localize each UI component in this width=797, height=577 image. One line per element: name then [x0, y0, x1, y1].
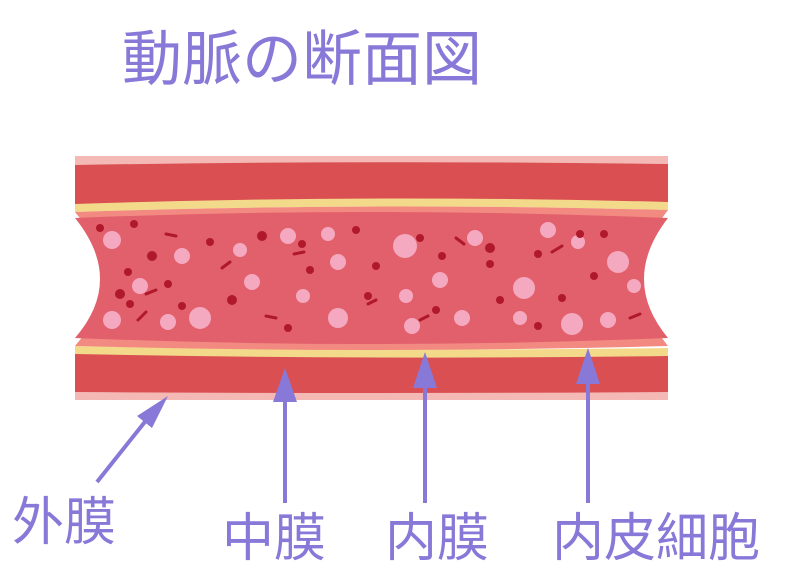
adventitia-arrow	[95, 396, 168, 484]
arrows	[95, 348, 600, 503]
label-endothelium: 内皮細胞	[552, 509, 760, 569]
intima-top-band	[75, 198, 668, 212]
label-media: 中膜	[222, 509, 326, 569]
media-top-wall	[75, 162, 668, 208]
small-blood-dots	[96, 220, 608, 332]
label-intima: 内膜	[385, 509, 489, 569]
endothelium-arrow	[576, 348, 600, 503]
label-adventitia: 外膜	[12, 493, 116, 553]
intima-arrow	[413, 352, 437, 503]
blood-cells	[96, 220, 642, 335]
lumen	[75, 212, 668, 344]
rod-blood-cells	[136, 232, 642, 322]
media-bottom-wall	[75, 350, 668, 393]
large-blood-cells	[103, 222, 641, 335]
diagram-title: 動脈の断面図	[122, 25, 482, 95]
media-arrow	[273, 368, 297, 503]
artery-vessel	[75, 156, 668, 400]
